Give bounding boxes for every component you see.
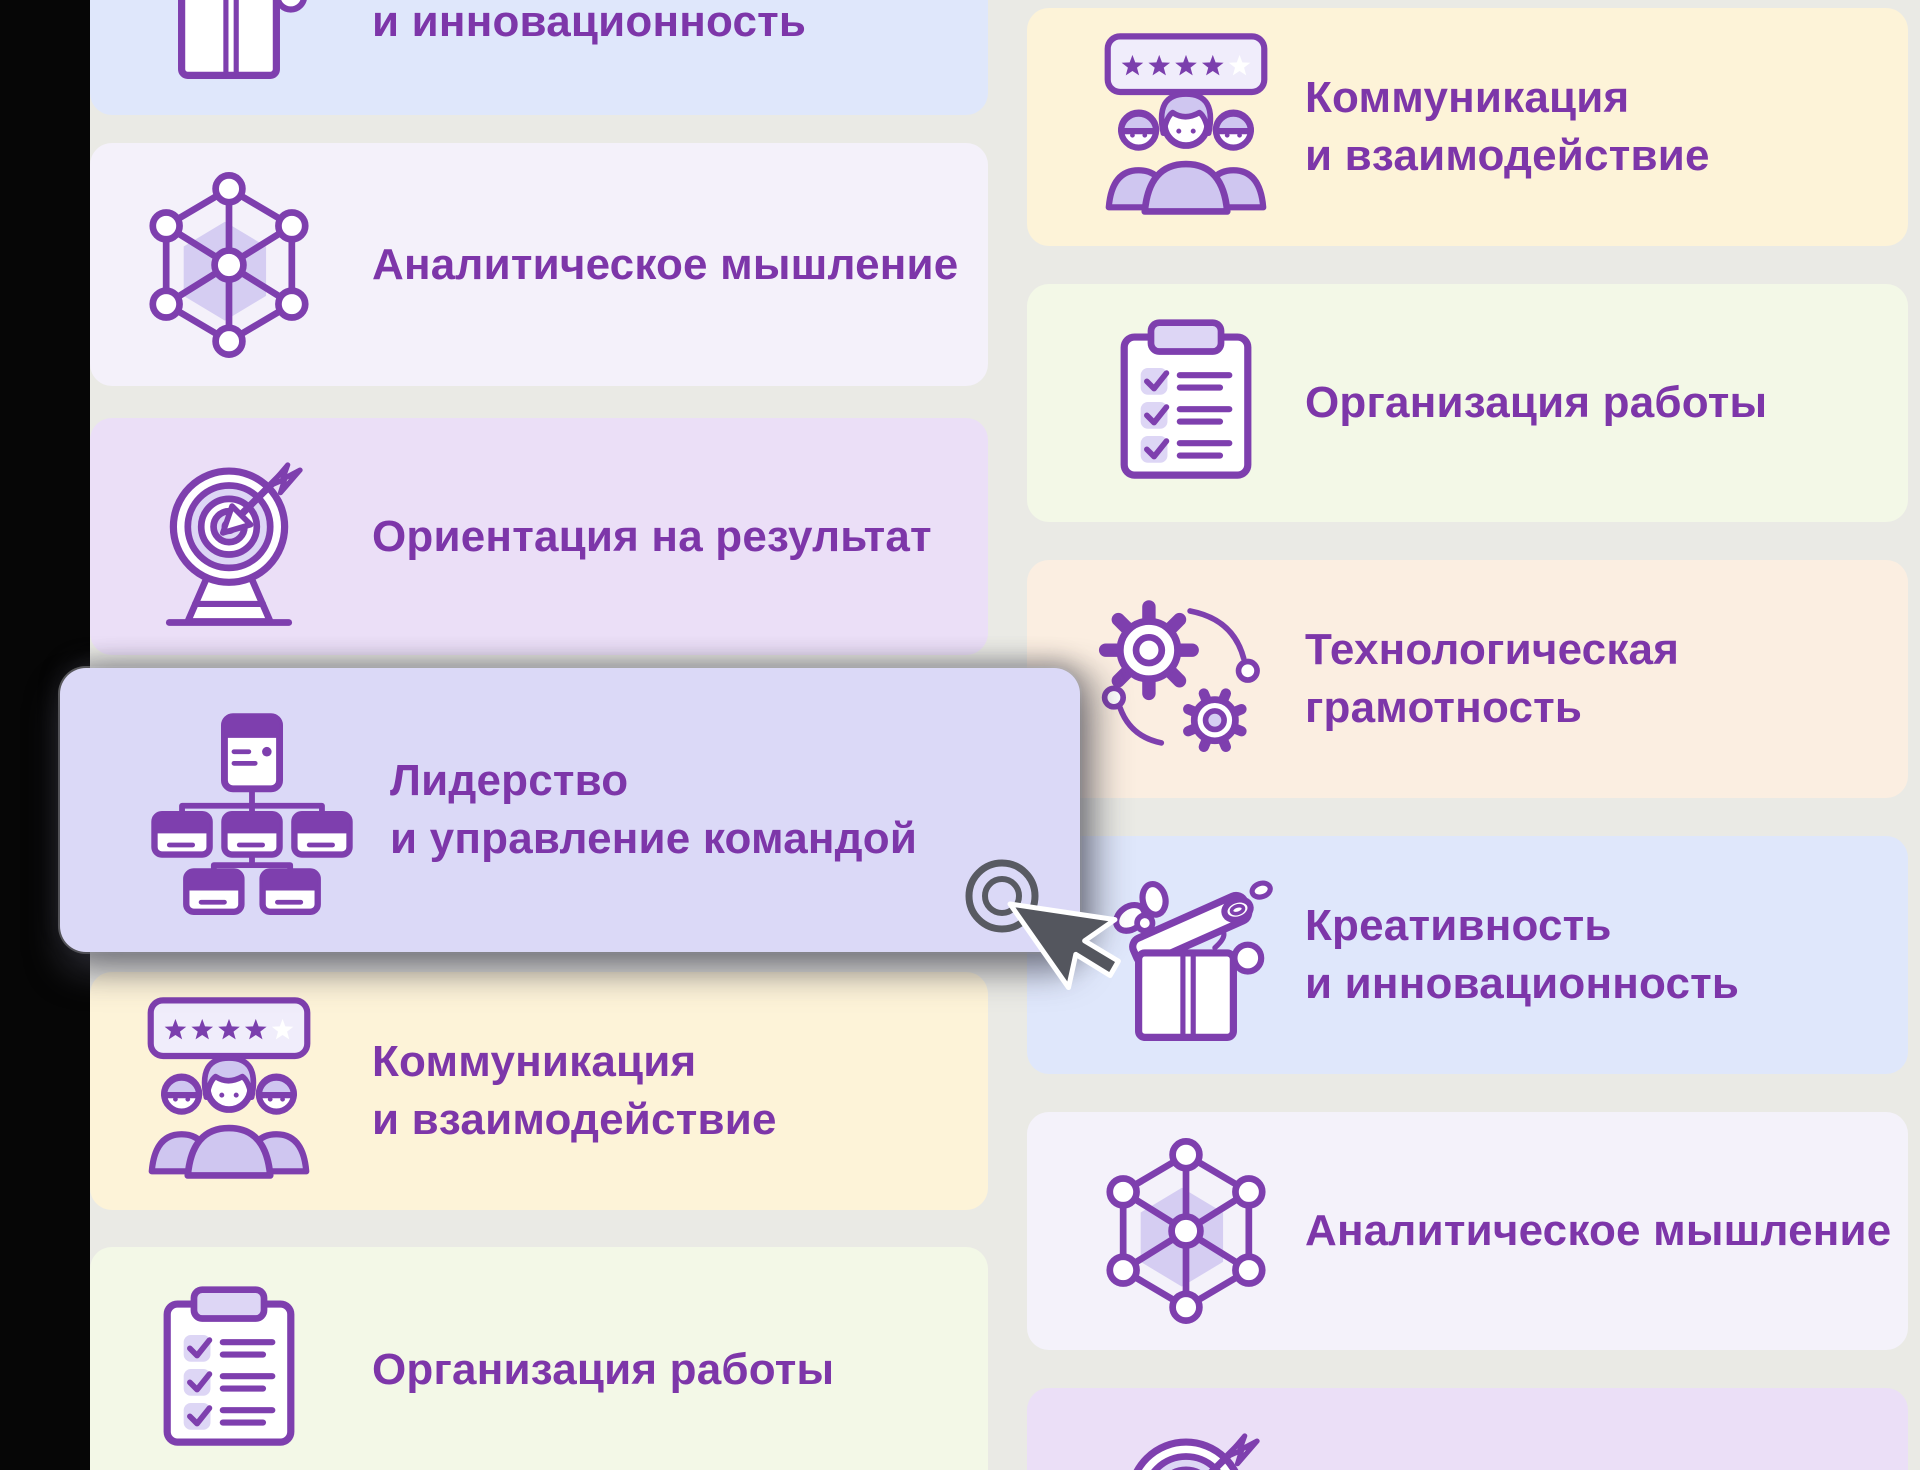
card-label-line: Аналитическое мышление <box>372 239 959 289</box>
card-left-communication[interactable]: Коммуникация и взаимодействие <box>90 972 988 1210</box>
team-icon <box>126 988 332 1194</box>
mouse-cursor <box>915 822 1165 1072</box>
card-left-leadership[interactable]: Лидерство и управление командой <box>60 668 1080 952</box>
card-label-line: Коммуникация <box>372 1037 697 1086</box>
card-label-line: грамотность <box>1305 683 1583 732</box>
card-label-line: Креативность <box>1305 901 1612 950</box>
card-label-line: Организация работы <box>1305 378 1768 427</box>
hex-network-icon <box>1083 1128 1289 1334</box>
card-label-line: Аналитическое мышление <box>1305 1206 1892 1255</box>
card-label-line: Организация работы <box>372 1345 835 1394</box>
card-label-line: и взаимодействие <box>1305 131 1710 180</box>
card-right-result[interactable] <box>1027 1388 1908 1470</box>
card-label-line: и взаимодействие <box>372 1095 777 1144</box>
hex-network-icon <box>126 162 332 368</box>
pointer-arrow-icon <box>1007 901 1121 991</box>
target-icon <box>126 434 332 640</box>
checklist-icon <box>1083 300 1289 506</box>
card-right-organization[interactable]: Организация работы <box>1027 284 1908 522</box>
card-label-line: и инновационность <box>1305 959 1740 1008</box>
card-label: Ориентация на результат <box>372 508 932 566</box>
card-label: Креативность и инновационность <box>1305 897 1739 1013</box>
card-left-organization[interactable]: Организация работы <box>90 1247 988 1470</box>
card-left-result[interactable]: Ориентация на результат <box>90 418 988 655</box>
card-left-analytical[interactable]: Аналитическое мышление <box>90 143 988 386</box>
card-label: Коммуникация и взаимодействие <box>1305 69 1710 185</box>
card-label: Коммуникация и взаимодействие <box>372 1033 777 1149</box>
card-label: Организация работы <box>372 1341 834 1399</box>
gift-icon <box>126 0 332 96</box>
org-chart-icon <box>146 704 358 916</box>
tap-ripple-icon <box>965 859 1039 933</box>
card-label-line: Ориентация на результат <box>372 511 932 561</box>
card-label-line: Коммуникация <box>1305 73 1630 122</box>
card-right-creativity[interactable]: Креативность и инновационность <box>1027 836 1908 1074</box>
card-label: Технологическая грамотность <box>1305 621 1679 737</box>
card-right-communication[interactable]: Коммуникация и взаимодействие <box>1027 8 1908 246</box>
card-label: Организация работы <box>1305 374 1767 432</box>
card-label-line: и управление командой <box>390 814 918 863</box>
card-right-analytical[interactable]: Аналитическое мышление <box>1027 1112 1908 1350</box>
gears-icon <box>1083 576 1289 782</box>
checklist-icon <box>126 1267 332 1470</box>
card-label-line: Технологическая <box>1305 625 1680 674</box>
card-label: Аналитическое мышление <box>372 236 958 294</box>
card-label-line: Лидерство <box>390 756 629 805</box>
team-icon <box>1083 24 1289 230</box>
card-label-line: и инновационность <box>372 0 807 46</box>
card-label: Лидерство и управление командой <box>390 752 917 868</box>
target-icon <box>1083 1405 1289 1470</box>
card-right-tech-literacy[interactable]: Технологическая грамотность <box>1027 560 1908 798</box>
card-label: Аналитическое мышление <box>1305 1202 1891 1260</box>
